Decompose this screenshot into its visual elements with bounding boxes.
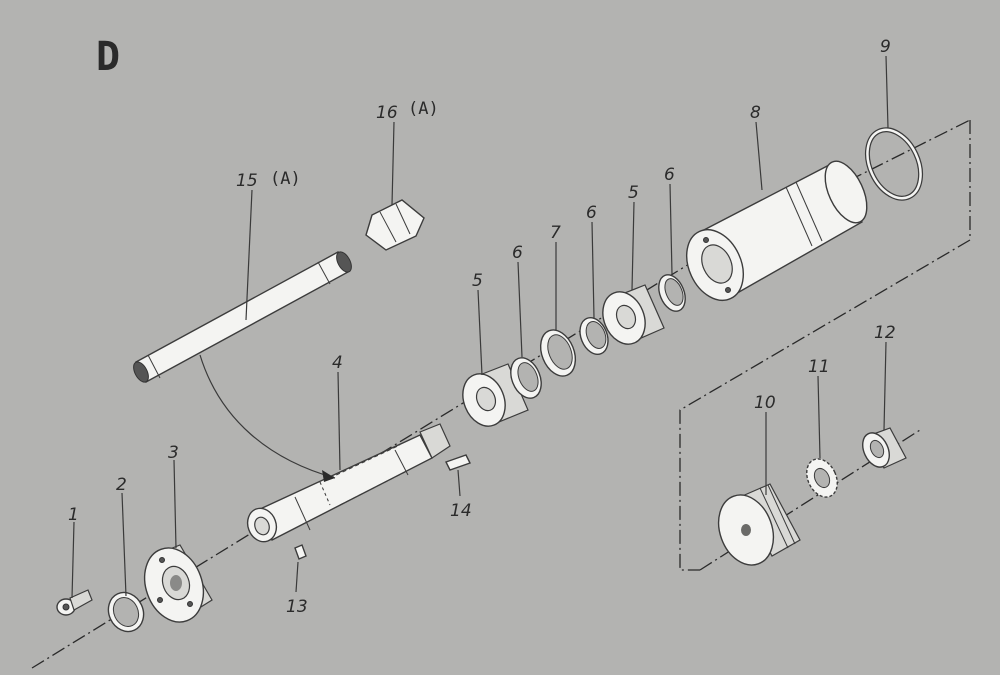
arrow-head (322, 470, 335, 482)
callout-15: 15 (236, 171, 258, 191)
part-4-shaft (246, 423, 451, 543)
callout-13: 13 (286, 597, 308, 617)
part-5-bearing-lower (462, 363, 529, 427)
figure-letter: D (96, 34, 120, 80)
callout-9: 9 (880, 37, 891, 57)
part-5-bearing-upper (602, 284, 665, 345)
callout-4: 4 (332, 353, 343, 373)
part-14-key (445, 454, 471, 471)
part-10-pulley (717, 483, 801, 566)
subassembly-bracket (679, 120, 971, 571)
callout-5-lower: 5 (472, 271, 483, 291)
callout-5-upper: 5 (628, 183, 639, 203)
part-1-screw (56, 589, 93, 616)
callout-3: 3 (168, 443, 179, 463)
callout-14: 14 (450, 501, 472, 521)
callout-6-b: 6 (586, 203, 597, 223)
callout-7: 7 (550, 223, 561, 243)
callout-6-c: 6 (664, 165, 675, 185)
part-13-pin (294, 544, 307, 560)
part-8-housing (686, 160, 868, 301)
part-16-nut (365, 199, 425, 251)
callout-6-a: 6 (512, 243, 523, 263)
callout-15-variant: (A) (270, 169, 301, 189)
callout-1: 1 (68, 505, 79, 525)
callout-10: 10 (754, 393, 776, 413)
callout-16-variant: (A) (408, 99, 439, 119)
part-3-flange (143, 544, 213, 623)
callout-2: 2 (116, 475, 127, 495)
callout-8: 8 (750, 103, 761, 123)
part-11-lockwasher (806, 458, 838, 498)
insertion-arrow (199, 354, 336, 479)
part-9-ring (864, 127, 924, 201)
part-15-tube (133, 251, 352, 383)
callout-11: 11 (808, 357, 830, 377)
part-2-ring (107, 591, 145, 633)
part-12-nut (862, 427, 907, 469)
callout-16: 16 (376, 103, 398, 123)
callout-12: 12 (874, 323, 896, 343)
